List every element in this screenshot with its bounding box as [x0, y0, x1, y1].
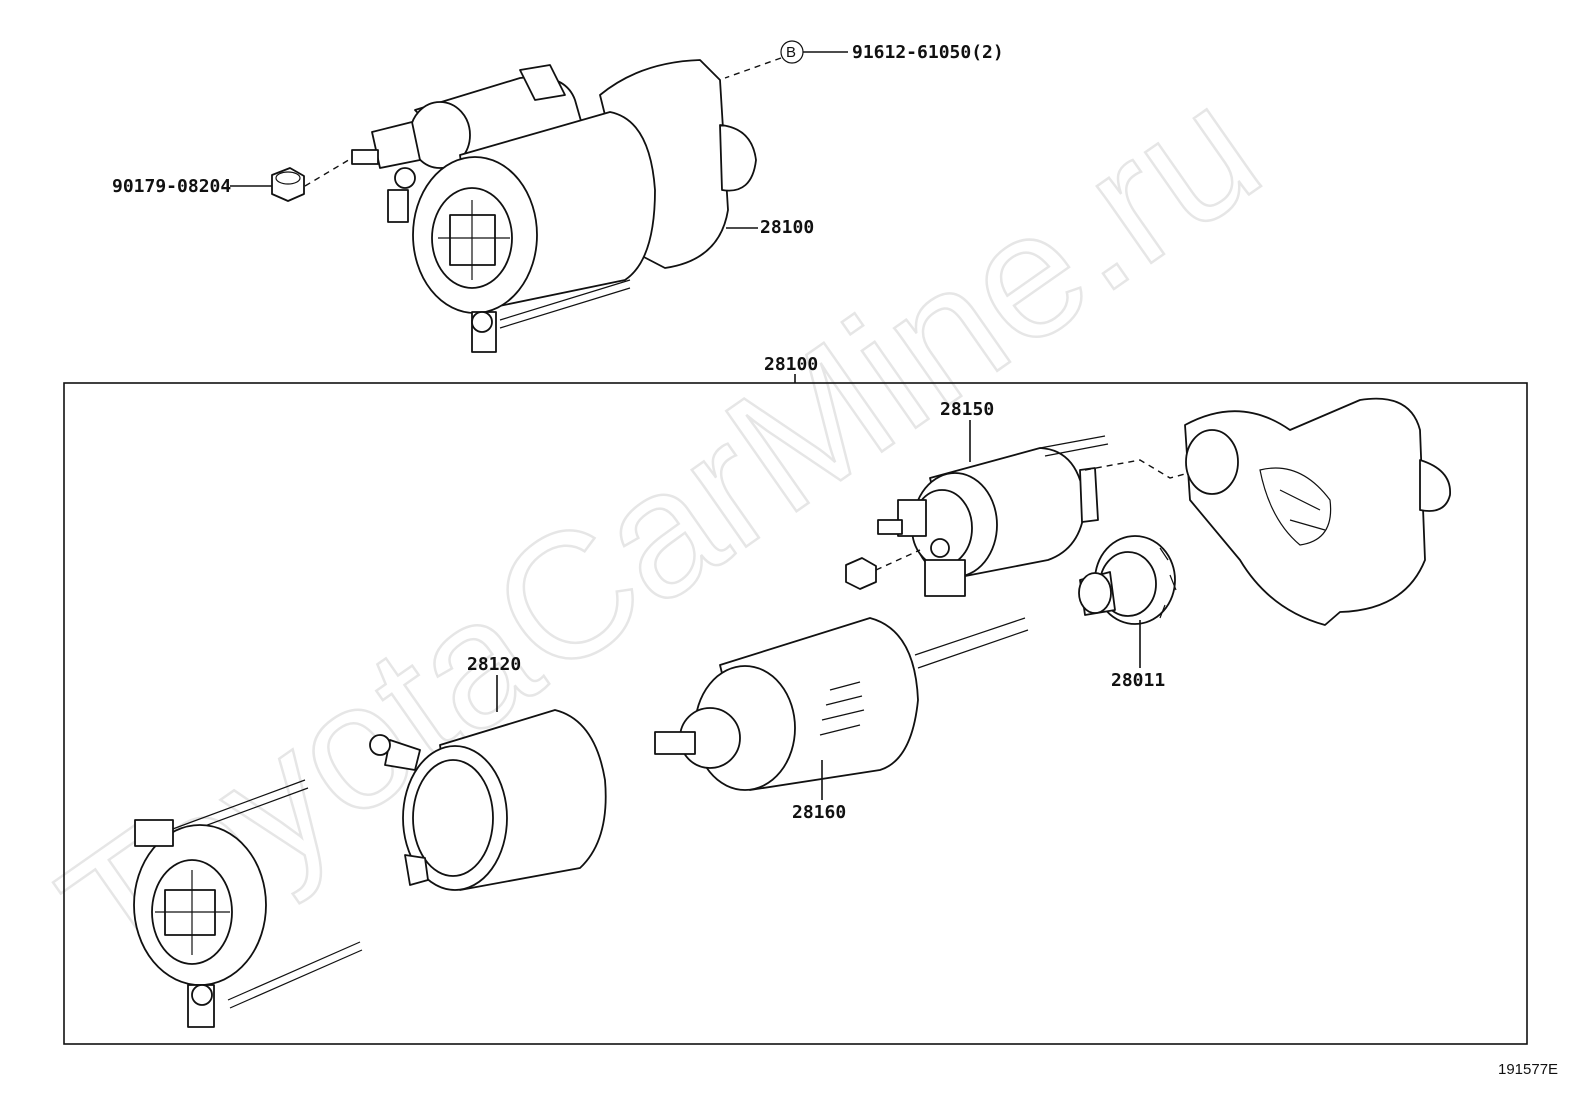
leader-dash-solenoid-nut — [875, 549, 921, 571]
callout-b: B — [780, 40, 804, 64]
exploded-view-frame — [63, 382, 1528, 1045]
leader-dash-b — [724, 57, 782, 79]
yoke-28120-drawing — [369, 709, 607, 891]
starter-assembly-drawing — [351, 59, 757, 353]
label-90179-08204: 90179-08204 — [112, 176, 231, 197]
solenoid-28150-drawing — [877, 435, 1109, 597]
label-28120: 28120 — [467, 654, 521, 675]
leader-dash-nut-top — [304, 157, 353, 187]
nut-90179-08204 — [271, 167, 305, 202]
callout-b-symbol: B — [786, 44, 796, 61]
label-28160: 28160 — [792, 802, 846, 823]
label-91612-61050: 91612-61050(2) — [852, 42, 1004, 63]
drive-housing-drawing — [1184, 397, 1451, 626]
label-28011: 28011 — [1111, 670, 1165, 691]
label-28100-box: 28100 — [764, 354, 818, 375]
nut-in-box — [845, 557, 877, 590]
end-frame-drawing — [133, 779, 363, 1028]
label-28100-top: 28100 — [760, 217, 814, 238]
clutch-28011-drawing — [1078, 535, 1177, 625]
drawing-code: 191577E — [1498, 1061, 1558, 1078]
armature-28160-drawing — [654, 617, 1029, 791]
leader-dash-solenoid-housing — [1084, 459, 1201, 479]
label-28150: 28150 — [940, 399, 994, 420]
